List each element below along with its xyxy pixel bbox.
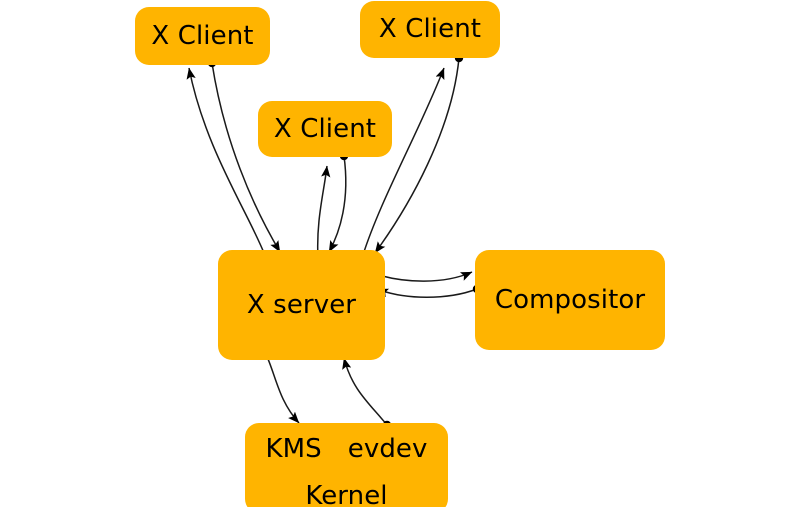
- node-label-compositor: Compositor: [494, 284, 646, 315]
- kernel-subsystem-evdev[interactable]: evdev: [347, 434, 428, 464]
- node-x-server[interactable]: X server: [218, 250, 385, 360]
- node-kernel[interactable]: KMS evdev Kernel: [245, 423, 448, 507]
- node-x-client-1[interactable]: X Client: [135, 7, 270, 65]
- edge-server-to-client1: [186, 67, 267, 259]
- edge-client2-to-server: [328, 155, 347, 253]
- edge-client1-to-server: [211, 62, 281, 253]
- node-compositor[interactable]: Compositor: [475, 250, 665, 350]
- edge-server-to-client3: [361, 67, 445, 259]
- edge-server-to-kms: [264, 351, 300, 424]
- node-label-x-client-1: X Client: [151, 20, 254, 51]
- kernel-subsystem-row: KMS evdev: [265, 435, 427, 464]
- edge-client3-to-server: [374, 57, 460, 254]
- edge-server-to-client2: [316, 165, 331, 259]
- node-label-x-server: X server: [246, 289, 357, 320]
- node-x-client-2[interactable]: X Client: [258, 101, 392, 157]
- kernel-subsystem-kms[interactable]: KMS: [265, 434, 322, 464]
- edge-compositor-to-server: [376, 288, 478, 298]
- node-x-client-3[interactable]: X Client: [360, 1, 500, 58]
- node-label-kernel: Kernel: [305, 480, 388, 507]
- edge-evdev-to-server: [342, 357, 388, 426]
- edge-server-to-compositor: [371, 271, 473, 282]
- node-label-x-client-2: X Client: [273, 113, 377, 144]
- node-label-x-client-3: X Client: [378, 14, 482, 45]
- kernel-contents: KMS evdev Kernel: [245, 435, 448, 507]
